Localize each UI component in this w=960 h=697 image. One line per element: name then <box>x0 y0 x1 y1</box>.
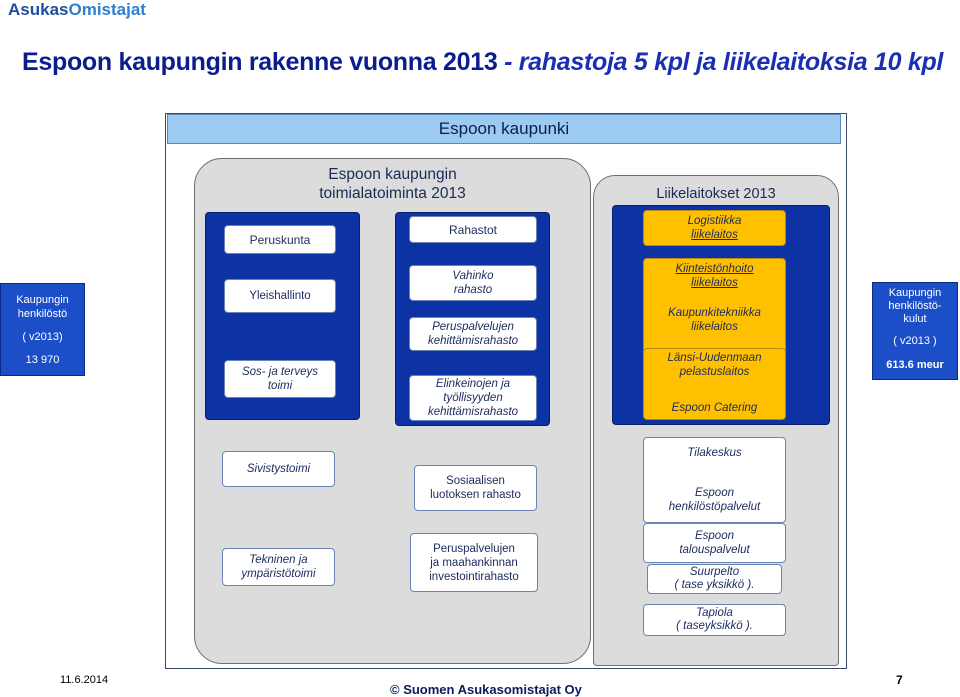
inv-line1: Peruspalvelujen <box>433 542 515 555</box>
kaupunkitek-line2: liikelaitos <box>691 321 738 333</box>
page-number: 7 <box>896 673 903 687</box>
lansi-uudenmaan-label: Länsi-Uudenmaan pelastuslaitos <box>643 351 786 379</box>
yleishallinto-box: Yleishallinto <box>224 279 336 313</box>
sos-terveys-line2: toimi <box>267 380 293 392</box>
tilakeskus-label: Tilakeskus <box>687 447 742 459</box>
kiinteisto-line2: liikelaitos <box>691 277 738 289</box>
peruskunta-box: Peruskunta <box>224 225 336 254</box>
henk-line2: henkilöstöpalvelut <box>668 501 761 513</box>
tekninen-line1: Tekninen ja <box>249 554 308 566</box>
elin-line2: työllisyyden <box>443 392 503 404</box>
peruspalvelujen-kehittamisrahasto-box: Peruspalvelujen kehittämisrahasto <box>409 317 537 351</box>
logistiikka-line2: liikelaitos <box>691 229 738 241</box>
toimiala-title: Espoon kaupungin toimialatoiminta 2013 <box>194 165 591 203</box>
elinkeinojen-rahasto-box: Elinkeinojen ja työllisyyden kehittämisr… <box>409 375 537 421</box>
toimiala-title-line1: Espoon kaupungin <box>328 166 457 183</box>
talous-line2: talouspalvelut <box>679 544 750 556</box>
title-main: Espoon kaupungin rakenne vuonna 2013 <box>22 48 498 76</box>
henkilosto-side-box: Kaupungin henkilöstö ( v2013) 13 970 <box>0 283 85 376</box>
espoon-catering-label: Espoon Catering <box>671 402 758 414</box>
perus-line2: kehittämisrahasto <box>427 335 519 347</box>
pelastus-catering-box <box>643 348 786 420</box>
brand-part2: Omistajat <box>68 0 146 19</box>
sivistystoimi-box: Sivistystoimi <box>222 451 335 487</box>
sos-terveys-box: Sos- ja terveys toimi <box>224 360 336 398</box>
brand-logo: AsukasOmistajat <box>8 0 146 21</box>
henkilosto-count: 13 970 <box>25 354 60 366</box>
page-title: Espoon kaupungin rakenne vuonna 2013 - r… <box>22 48 943 77</box>
henk-line1: Espoon <box>694 487 734 499</box>
lansi-line2: pelastuslaitos <box>679 366 750 378</box>
henkilosto-line1: Kaupungin <box>16 294 69 306</box>
liikelaitokset-title: Liikelaitokset 2013 <box>656 186 776 202</box>
tapiola-line1: Tapiola <box>696 607 733 619</box>
vahinko-line1: Vahinko <box>452 270 494 282</box>
henkilosto-year: ( v2013) <box>22 331 63 343</box>
elin-line3: kehittämisrahasto <box>427 406 519 418</box>
logistiikka-line1: Logistiikka <box>687 215 742 227</box>
kulut-year: ( v2013 ) <box>893 335 937 347</box>
talous-line1: Espoon <box>694 530 734 542</box>
logistiikka-liikelaitos-box: Logistiikka liikelaitos <box>643 210 786 246</box>
rahastot-header-box: Rahastot <box>409 216 537 243</box>
investointirahasto-box: Peruspalvelujen ja maahankinnan investoi… <box>410 533 538 592</box>
kulut-line3: kulut <box>903 313 927 325</box>
inv-line3: investointirahasto <box>429 570 519 583</box>
sos-rahasto-line2: luotoksen rahasto <box>430 489 521 501</box>
kulut-value: 613.6 meur <box>886 359 944 371</box>
espoon-kaupunki-header: Espoon kaupunki <box>167 114 841 144</box>
tapiola-line2: ( taseyksikkö ). <box>676 620 753 632</box>
henkilostokulut-side-box: Kaupungin henkilöstö- kulut ( v2013 ) 61… <box>872 282 958 380</box>
vahinkorahasto-box: Vahinko rahasto <box>409 265 537 301</box>
kulut-line1: Kaupungin <box>888 287 942 299</box>
title-sub: - rahastoja 5 kpl ja liikelaitoksia 10 k… <box>504 48 944 76</box>
lansi-line1: Länsi-Uudenmaan <box>667 352 762 364</box>
kaupunkitekniikka-label: Kaupunkitekniikka liikelaitos <box>643 306 786 334</box>
henkilostopalvelut-label: Espoon henkilöstöpalvelut <box>643 486 786 514</box>
inv-line2: ja maahankinnan <box>430 556 518 569</box>
elin-line1: Elinkeinojen ja <box>435 378 511 390</box>
vahinko-line2: rahasto <box>453 284 493 296</box>
palvelut-group-box <box>643 437 786 523</box>
kaupunkitek-line1: Kaupunkitekniikka <box>668 307 761 319</box>
suurpelto-line2: ( tase yksikkö ). <box>674 579 755 591</box>
kulut-line2: henkilöstö- <box>888 300 942 312</box>
tekninen-box: Tekninen ja ympäristötoimi <box>222 548 335 586</box>
tapiola-box: Tapiola ( taseyksikkö ). <box>643 604 786 636</box>
kiinteisto-line1: Kiinteistönhoito <box>675 263 754 275</box>
toimiala-title-line2: toimialatoiminta 2013 <box>319 185 466 202</box>
suurpelto-box: Suurpelto ( tase yksikkö ). <box>647 564 782 594</box>
suurpelto-line1: Suurpelto <box>689 566 740 578</box>
sos-rahasto-line1: Sosiaalisen <box>446 475 505 487</box>
footer-date: 11.6.2014 <box>60 674 109 686</box>
brand-part1: Asukas <box>8 0 69 19</box>
talouspalvelut-box: Espoon talouspalvelut <box>643 523 786 563</box>
kiinteistonhoito-label: Kiinteistönhoito liikelaitos <box>643 262 786 290</box>
sosiaalisen-luotoksen-rahasto-box: Sosiaalisen luotoksen rahasto <box>414 465 537 511</box>
sos-terveys-line1: Sos- ja terveys <box>241 366 319 378</box>
liikelaitos-stack-box <box>643 258 786 354</box>
perus-line1: Peruspalvelujen <box>432 321 514 333</box>
tekninen-line2: ympäristötoimi <box>241 568 316 580</box>
footer-copyright: © Suomen Asukasomistajat Oy <box>390 682 582 697</box>
henkilosto-line2: henkilöstö <box>17 308 68 320</box>
